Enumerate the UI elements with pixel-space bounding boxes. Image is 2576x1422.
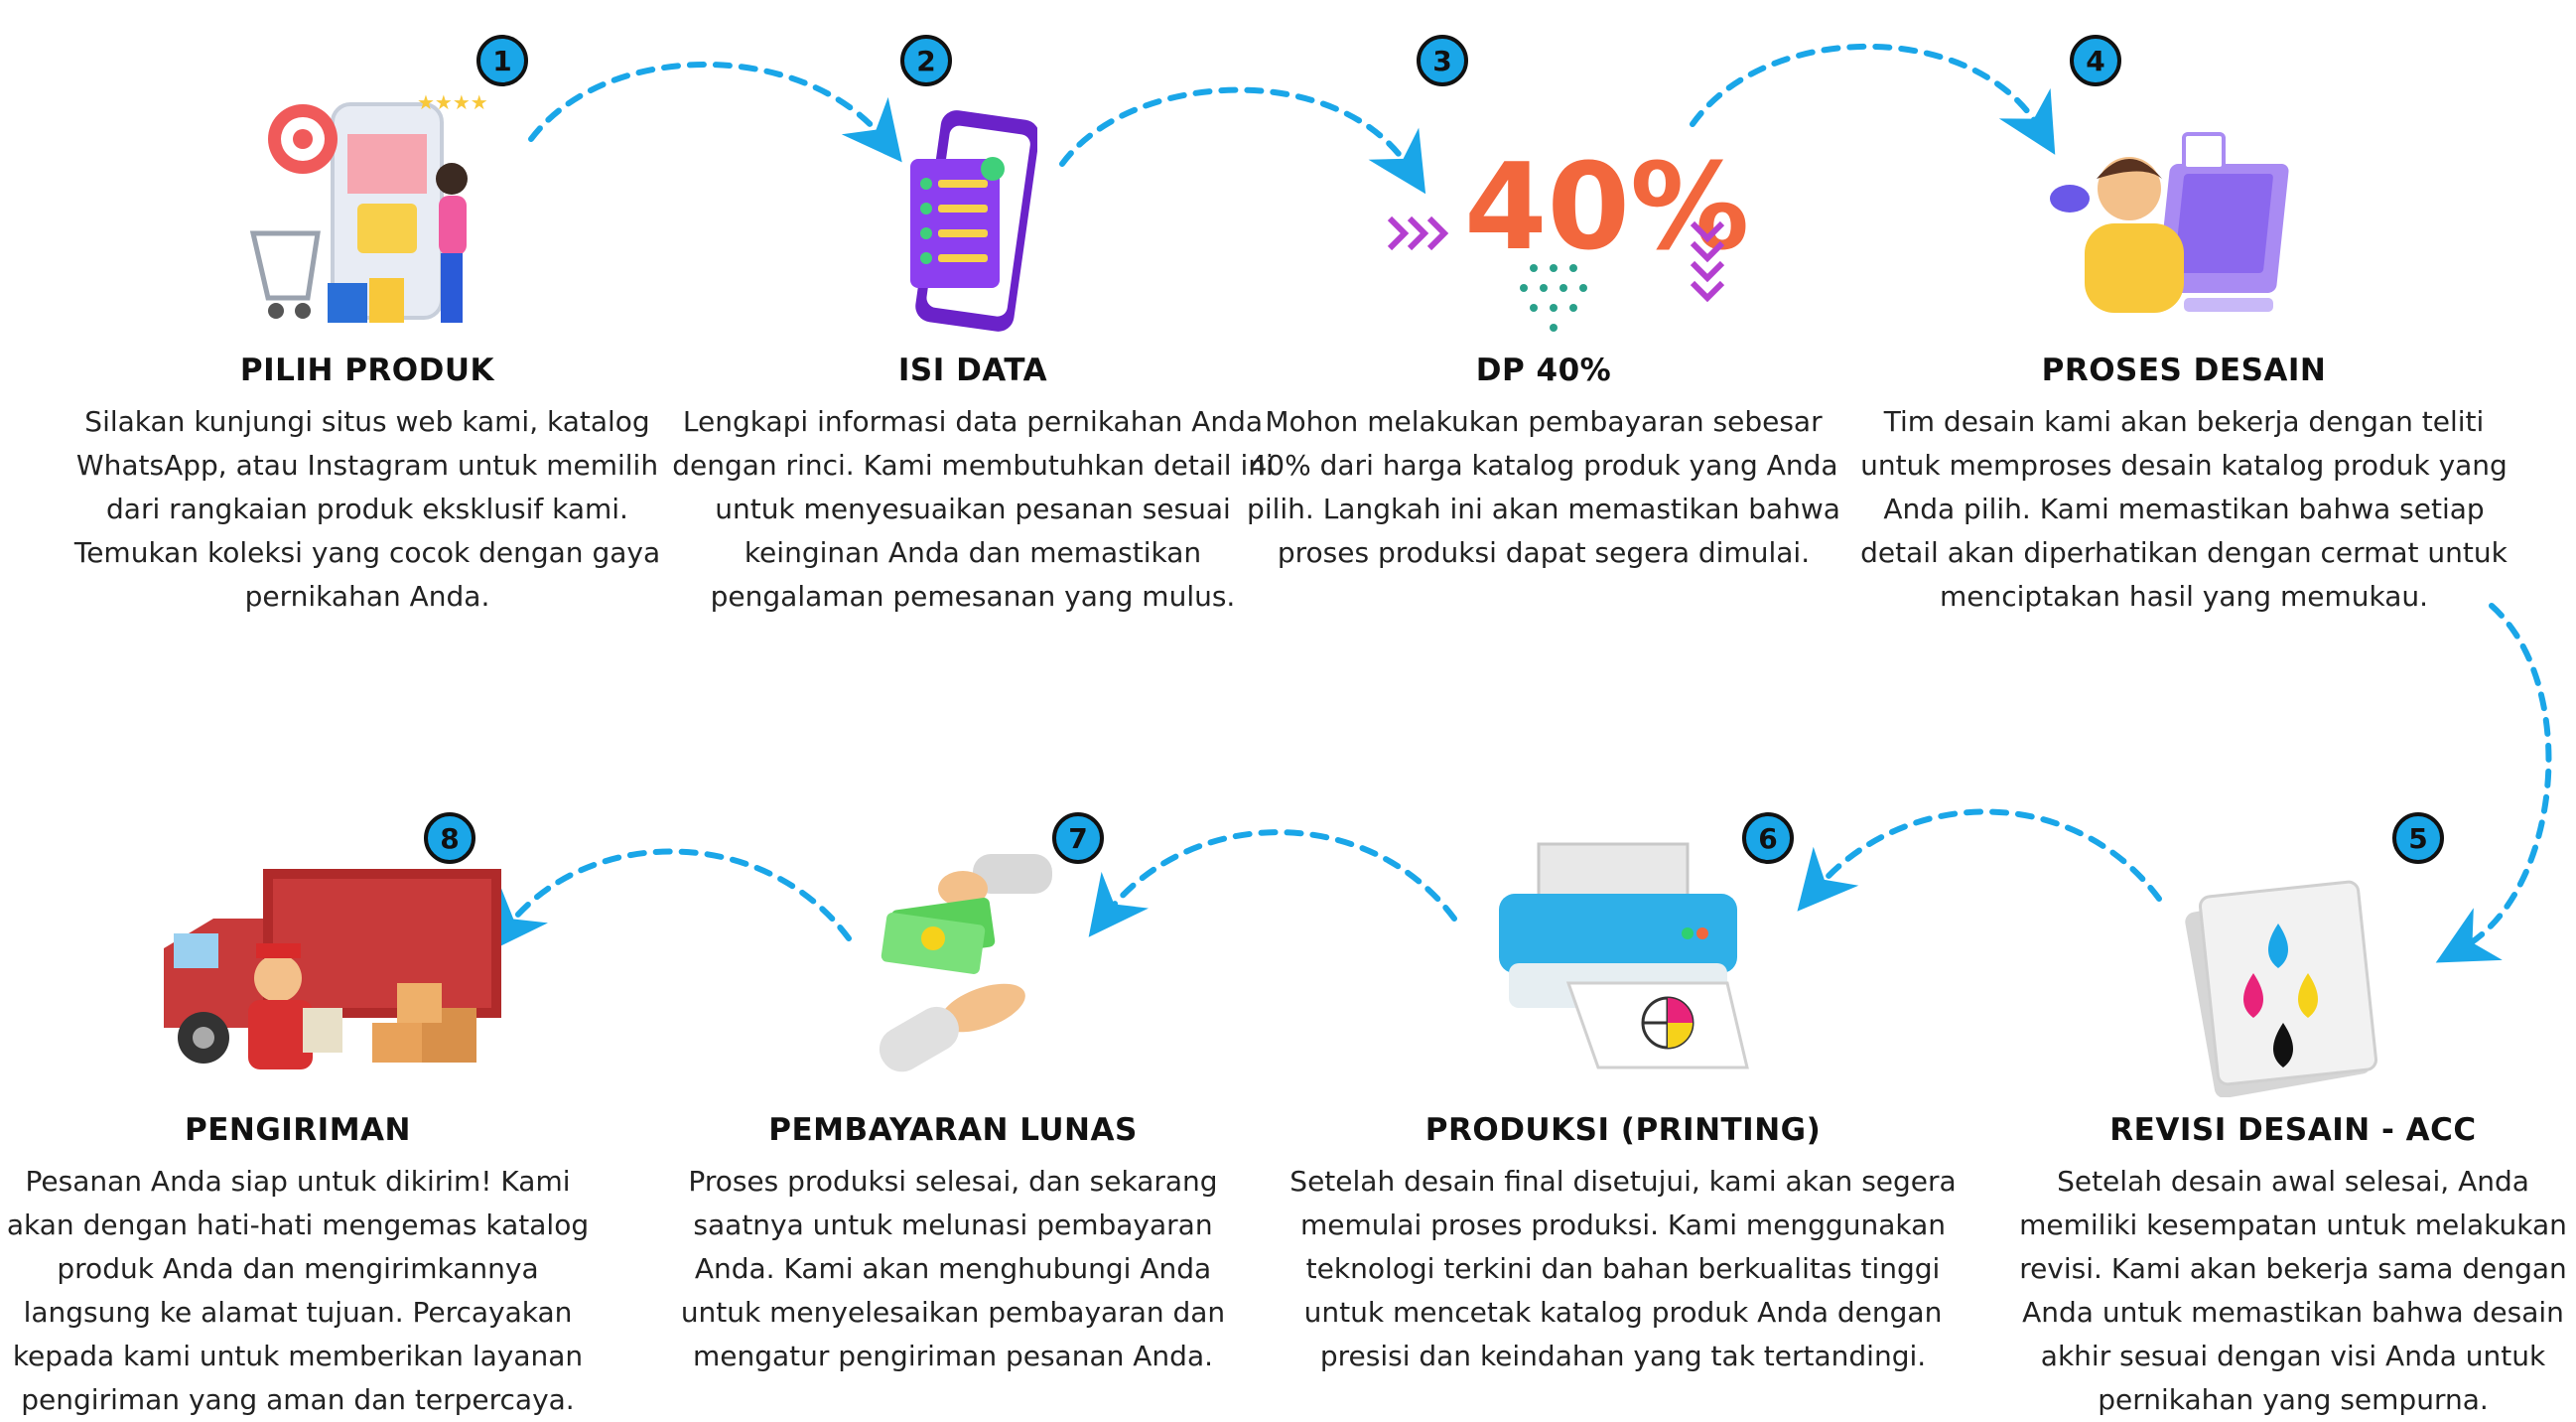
step-2-desc: Lengkapi informasi data pernikahan Anda … bbox=[672, 405, 1274, 613]
step-1-title: PILIH PRODUK bbox=[239, 353, 495, 388]
arrow-2-3 bbox=[1059, 86, 1426, 195]
arrow-1-2 bbox=[528, 62, 902, 163]
step-8-title: PENGIRIMAN bbox=[184, 1112, 411, 1148]
ink-drops-icon bbox=[2185, 880, 2378, 1097]
designer-icon bbox=[2050, 132, 2289, 313]
arrow-7-8 bbox=[487, 848, 852, 952]
arrow-5-6 bbox=[1797, 808, 2162, 912]
step-6-badge: 6 bbox=[1742, 812, 1794, 864]
step-3-desc: Mohon melakukan pembayaran sebesar 40% d… bbox=[1247, 405, 1840, 569]
step-1-badge: 1 bbox=[476, 35, 528, 86]
arrow-4-5 bbox=[2435, 603, 2552, 963]
arrow-3-4 bbox=[1690, 43, 2056, 155]
percent-icon: 40% bbox=[1387, 139, 1747, 332]
payment-hands-icon bbox=[879, 854, 1052, 1072]
svg-text:★★★★: ★★★★ bbox=[417, 90, 488, 114]
step-2-badge: 2 bbox=[900, 35, 952, 86]
step-7-title: PEMBAYARAN LUNAS bbox=[768, 1112, 1138, 1148]
shopping-phone-icon: ★★★★ bbox=[249, 90, 488, 323]
step-4-desc: Tim desain kami akan bekerja dengan teli… bbox=[1860, 405, 2508, 613]
step-4-title: PROSES DESAIN bbox=[2041, 353, 2327, 388]
step-7-desc: Proses produksi selesai, dan sekarang sa… bbox=[680, 1165, 1226, 1372]
step-3-title: DP 40% bbox=[1475, 353, 1612, 388]
step-5-title: REVISI DESAIN - ACC bbox=[2109, 1112, 2477, 1148]
step-1-desc: Silakan kunjungi situs web kami, katalog… bbox=[73, 405, 661, 613]
step-7-badge: 7 bbox=[1052, 812, 1104, 864]
arrow-6-7 bbox=[1088, 829, 1457, 937]
step-3-badge: 3 bbox=[1417, 35, 1468, 86]
step-2-title: ISI DATA bbox=[897, 353, 1048, 388]
step-5-desc: Setelah desain awal selesai, Anda memili… bbox=[2019, 1165, 2567, 1416]
step-6-title: PRODUKSI (PRINTING) bbox=[1424, 1112, 1822, 1148]
checklist-phone-icon bbox=[910, 110, 1037, 332]
printer-icon bbox=[1499, 842, 1749, 1069]
step-4-badge: 4 bbox=[2070, 35, 2121, 86]
step-6-desc: Setelah desain final disetujui, kami aka… bbox=[1289, 1165, 1957, 1372]
step-8-badge: 8 bbox=[424, 812, 475, 864]
delivery-truck-icon bbox=[164, 869, 501, 1069]
step-5-badge: 5 bbox=[2392, 812, 2444, 864]
step-8-desc: Pesanan Anda siap untuk dikirim! Kami ak… bbox=[6, 1165, 590, 1416]
